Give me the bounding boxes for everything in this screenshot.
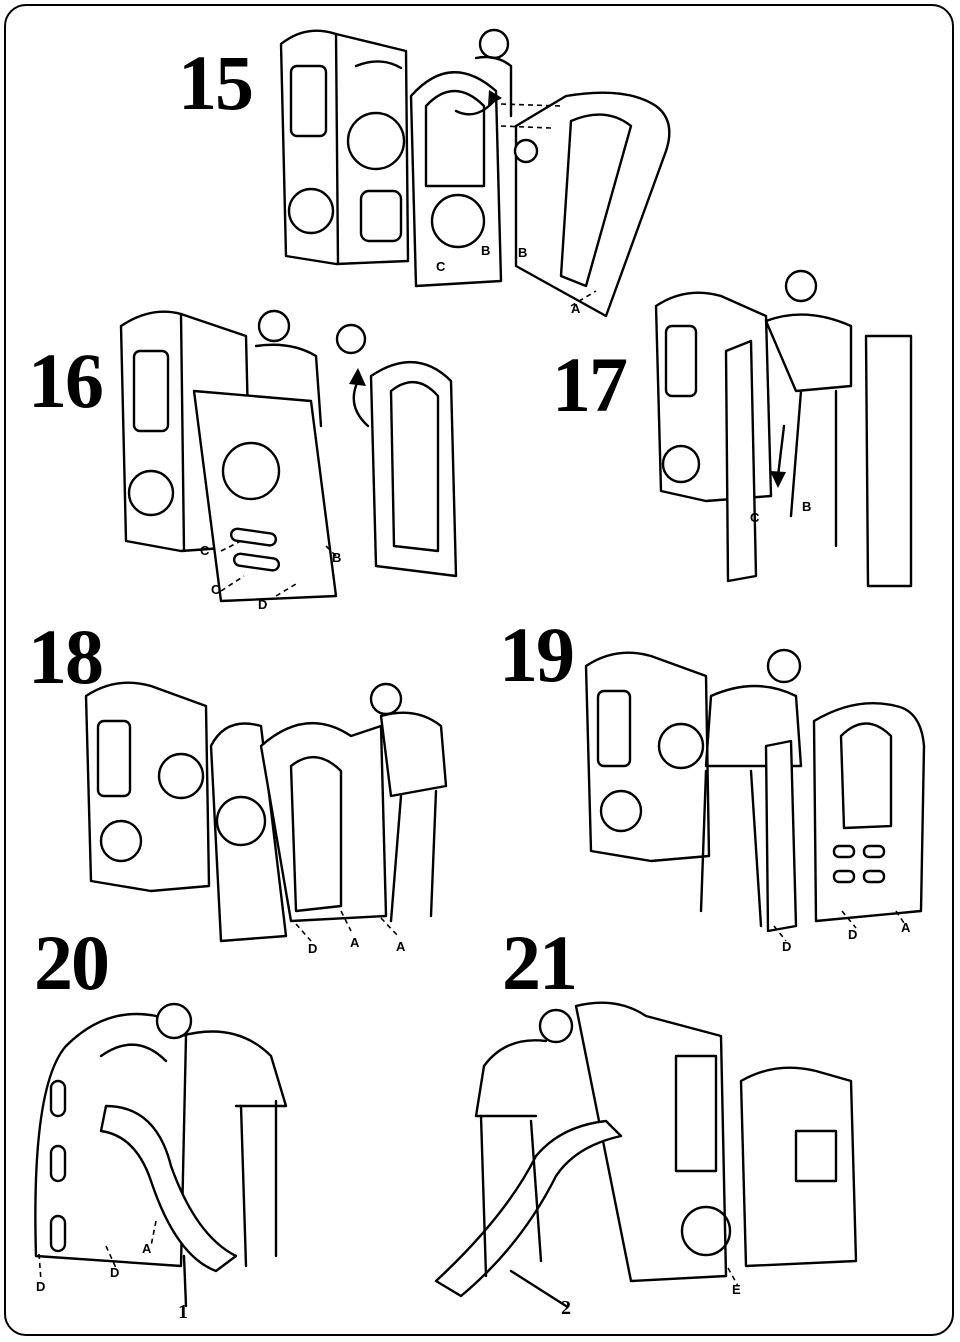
part-label: A: [396, 939, 406, 954]
step-15-illustration: [279, 28, 671, 318]
part-label: A: [350, 935, 360, 950]
part-label: B: [481, 243, 491, 258]
step-number-18: 18: [28, 613, 104, 700]
callout-number: 2: [561, 1297, 571, 1319]
step-number-21: 21: [502, 919, 578, 1006]
part-label: A: [142, 1241, 152, 1256]
part-label: B: [332, 550, 342, 565]
part-label: C: [211, 582, 221, 597]
instruction-sheet: 15 16 17 18 19 20 21 A B B C B C C D C B…: [4, 4, 954, 1336]
part-label: C: [200, 543, 210, 558]
step-number-17: 17: [552, 341, 628, 428]
part-label: C: [436, 259, 446, 274]
step-number-19: 19: [499, 611, 575, 698]
part-label: E: [732, 1282, 741, 1297]
step-19-illustration: [584, 648, 926, 942]
part-label: D: [782, 939, 792, 954]
part-label: D: [258, 597, 268, 612]
part-label: C: [750, 510, 760, 525]
step-17-illustration: [654, 269, 913, 588]
part-label: A: [901, 920, 911, 935]
step-number-15: 15: [178, 39, 254, 126]
step-18-illustration: [84, 681, 448, 943]
part-label: D: [848, 927, 858, 942]
part-label: B: [518, 245, 528, 260]
callout-number: 1: [178, 1301, 188, 1323]
curved-arrow-icon: [454, 90, 502, 116]
step-number-16: 16: [28, 337, 104, 424]
down-arrow-icon: [770, 424, 786, 488]
step-16-illustration: [119, 309, 458, 603]
part-label: D: [308, 941, 318, 956]
up-arrow-icon: [349, 368, 370, 428]
part-label: D: [110, 1265, 120, 1280]
part-label: B: [802, 499, 812, 514]
step-21-illustration: [434, 1001, 858, 1308]
part-label: A: [571, 301, 581, 316]
step-20-illustration: [34, 1002, 288, 1308]
part-label: D: [36, 1279, 46, 1294]
assembly-illustrations: [34, 28, 926, 1308]
step-number-20: 20: [34, 919, 110, 1006]
